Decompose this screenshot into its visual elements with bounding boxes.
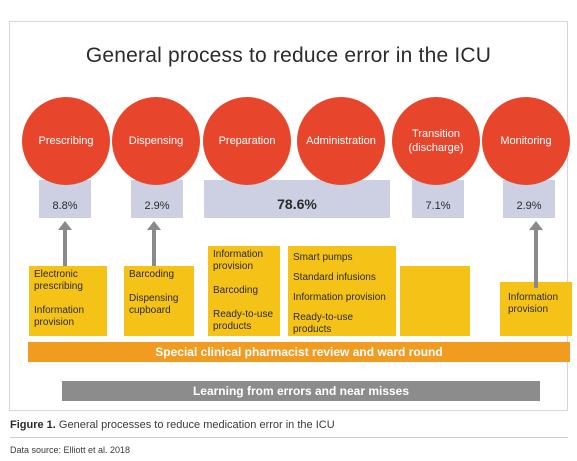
intervention-item: Smart pumps	[293, 252, 353, 263]
caption-divider	[10, 437, 568, 438]
up-arrow-icon	[58, 221, 72, 266]
figure-caption: Figure 1. General processes to reduce me…	[10, 419, 335, 431]
up-arrow-icon	[529, 221, 543, 288]
step-transition: Transition (discharge)	[392, 97, 480, 185]
intervention-item: Standard infusions	[293, 272, 376, 283]
intervention-item: Ready-to-use products	[213, 309, 274, 332]
interventions-transition	[400, 266, 470, 336]
interventions-preparation: Information provision Barcoding Ready-to…	[208, 246, 280, 336]
rate-transition: 7.1%	[412, 180, 464, 218]
intervention-item: Information provision	[213, 249, 264, 272]
interventions-dispensing: Barcoding Dispensing cupboard	[124, 266, 194, 336]
step-administration: Administration	[297, 97, 385, 185]
intervention-item: Electronic prescribing	[34, 269, 83, 292]
diagram-title: General process to reduce error in the I…	[85, 44, 492, 67]
intervention-item: Barcoding	[129, 269, 175, 280]
pharmacist-review-band: Special clinical pharmacist review and w…	[28, 342, 570, 362]
intervention-item: Barcoding	[213, 285, 259, 296]
step-preparation: Preparation	[203, 97, 291, 185]
rate-dispensing: 2.9%	[131, 180, 183, 218]
interventions-administration: Smart pumps Standard infusions Informati…	[288, 246, 396, 336]
intervention-item: Ready-to-use products	[293, 312, 354, 335]
figure-label: Figure 1.	[10, 419, 56, 431]
interventions-monitoring: Information provision	[500, 282, 572, 336]
rate-preparation-administration: 78.6%	[204, 180, 390, 218]
intervention-item: Information provision	[293, 292, 386, 303]
figure-caption-text: General processes to reduce medication e…	[58, 419, 335, 431]
intervention-item: Information provision	[34, 305, 85, 328]
rate-monitoring: 2.9%	[503, 180, 555, 218]
rate-prescribing: 8.8%	[39, 180, 91, 218]
intervention-item: Dispensing cupboard	[129, 293, 179, 316]
intervention-item: Information provision	[508, 292, 559, 315]
interventions-prescribing: Electronic prescribing Information provi…	[29, 266, 107, 336]
step-monitoring: Monitoring	[482, 97, 570, 185]
step-dispensing: Dispensing	[112, 97, 200, 185]
learning-band: Learning from errors and near misses	[62, 381, 540, 401]
step-prescribing: Prescribing	[22, 97, 110, 185]
up-arrow-icon	[147, 221, 161, 266]
data-source: Data source: Elliott et al. 2018	[10, 445, 131, 455]
